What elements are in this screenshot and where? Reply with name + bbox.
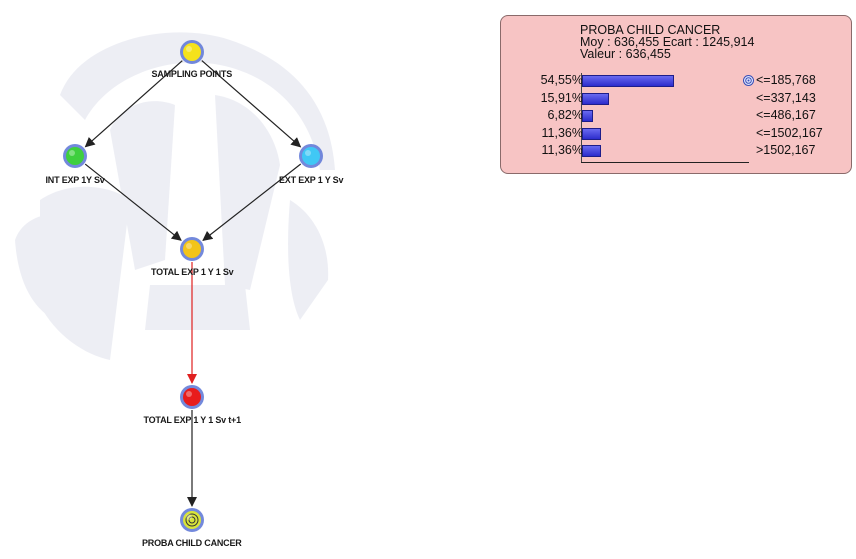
node-circle [183, 43, 201, 61]
row-bar [582, 75, 674, 87]
edge-layer [84, 60, 302, 507]
row-percent: 15,91% [540, 90, 583, 105]
watermark-logo [15, 32, 335, 360]
node-highlight [186, 514, 192, 520]
node-proba[interactable] [180, 508, 204, 532]
row-bar [582, 145, 601, 157]
monitor-stats: Moy : 636,455 Ecart : 1245,914 [580, 35, 755, 49]
node-int[interactable] [63, 144, 87, 168]
node-label-int: INT EXP 1Y Sv [45, 175, 105, 185]
node-highlight [186, 46, 192, 52]
row-range: <=486,167 [756, 108, 816, 122]
edge-ext-to-total [202, 163, 302, 241]
row-bar [582, 110, 593, 122]
edge-int-to-total [84, 163, 182, 241]
row-bar [582, 92, 609, 105]
row-range: <=1502,167 [756, 125, 823, 140]
node-monitor[interactable]: PROBA CHILD CANCER Moy : 636,455 Ecart :… [500, 15, 852, 174]
row-range: >1502,167 [756, 143, 816, 157]
monitor-title: PROBA CHILD CANCER [580, 23, 721, 37]
node-highlight [186, 391, 192, 397]
node-circle [66, 147, 84, 165]
row-percent: 54,55% [540, 73, 583, 87]
node-label-sampling: SAMPLING POINTS [151, 69, 233, 79]
row-percent: 11,36% [541, 125, 583, 140]
target-ring [188, 516, 196, 524]
row-range: <=337,143 [756, 90, 816, 105]
node-circle [183, 240, 201, 258]
node-highlight [69, 150, 75, 156]
row-bar [582, 127, 601, 140]
node-label-total_t1: TOTAL EXP 1 Y 1 Sv t+1 [143, 415, 242, 425]
monitor-value: Valeur : 636,455 [580, 47, 671, 61]
node-sampling[interactable] [180, 40, 204, 64]
node-label-ext: EXT EXP 1 Y Sv [279, 175, 344, 185]
monitor-axis-vertical [581, 73, 582, 163]
row-percent: 11,36% [541, 143, 583, 157]
node-total_t1[interactable] [180, 385, 204, 409]
node-highlight [305, 150, 311, 156]
node-circle [302, 147, 320, 165]
monitor-row: 6,82% <=486,167 [501, 108, 853, 123]
target-icon [743, 75, 754, 86]
target-ring [185, 513, 199, 527]
row-range: <=185,768 [743, 73, 816, 88]
monitor-row: 15,91% <=337,143 [501, 91, 853, 106]
row-percent: 6,82% [547, 108, 583, 122]
node-ext[interactable] [299, 144, 323, 168]
monitor-row: 11,36% <=1502,167 [501, 126, 853, 141]
node-label-total: TOTAL EXP 1 Y 1 Sv [151, 267, 234, 277]
node-circle [183, 388, 201, 406]
edge-sampling-to-int [84, 60, 183, 148]
node-label-proba: PROBA CHILD CANCER [142, 538, 242, 548]
edge-sampling-to-ext [201, 60, 302, 148]
node-layer [63, 40, 323, 532]
node-total[interactable] [180, 237, 204, 261]
monitor-row: 11,36% >1502,167 [501, 143, 853, 158]
monitor-axis-line [581, 162, 749, 163]
node-highlight [186, 243, 192, 249]
monitor-row: 54,55% <=185,768 [501, 73, 853, 88]
